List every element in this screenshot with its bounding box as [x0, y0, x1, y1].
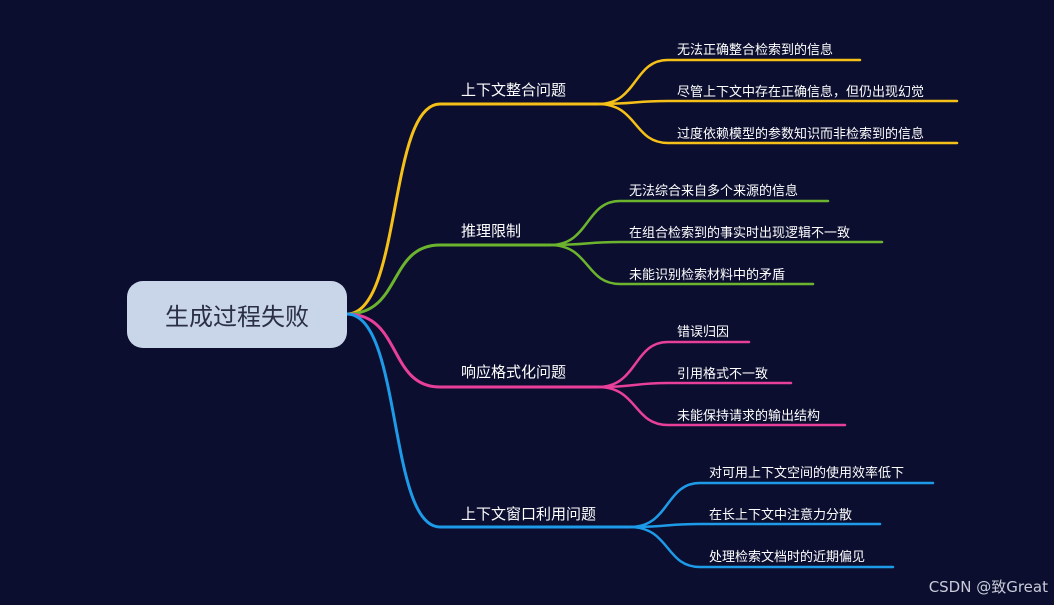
- connector-branch-3-leaf-2: [628, 525, 895, 569]
- branch-label-context-integration: 上下文整合问题: [461, 81, 567, 99]
- connector-branch-0-leaf-2: [596, 102, 959, 145]
- connector-root-to-branch-2: [345, 312, 600, 389]
- branch-label-reasoning: 推理限制: [461, 222, 522, 240]
- leaf-3-0: 对可用上下文空间的使用效率低下: [709, 466, 905, 481]
- leaf-2-2: 未能保持请求的输出结构: [677, 409, 821, 424]
- leaf-0-2: 过度依赖模型的参数知识而非检索到的信息: [677, 127, 925, 142]
- branch-label-formatting: 响应格式化问题: [461, 363, 567, 381]
- connector-branch-2-leaf-2: [596, 385, 847, 427]
- connector-branch-3-leaf-1: [628, 522, 882, 529]
- watermark: CSDN @致Great: [928, 578, 1048, 596]
- connector-branch-0-leaf-0: [596, 58, 862, 106]
- connector-root-to-branch-3: [345, 312, 632, 529]
- connector-branch-2-leaf-0: [596, 340, 751, 389]
- connector-branch-3-leaf-0: [628, 481, 935, 529]
- leaf-0-0: 无法正确整合检索到的信息: [677, 43, 834, 58]
- leaf-2-1: 引用格式不一致: [677, 367, 769, 382]
- leaf-1-2: 未能识别检索材料中的矛盾: [629, 268, 786, 283]
- leaf-2-0: 错误归因: [677, 325, 730, 340]
- connector-branch-1-leaf-1: [548, 240, 884, 247]
- connector-root-to-branch-1: [345, 243, 552, 316]
- branch-label-context-window: 上下文窗口利用问题: [461, 505, 597, 523]
- root-node: 生成过程失败: [127, 281, 347, 348]
- leaf-1-1: 在组合检索到的事实时出现逻辑不一致: [629, 226, 851, 241]
- connector-branch-1-leaf-2: [548, 243, 815, 286]
- root-label: 生成过程失败: [165, 303, 309, 331]
- connector-branch-2-leaf-1: [596, 381, 793, 389]
- leaf-0-1: 尽管上下文中存在正确信息，但仍出现幻觉: [677, 85, 925, 100]
- connector-branch-0-leaf-1: [596, 99, 959, 106]
- leaf-1-0: 无法综合来自多个来源的信息: [629, 184, 799, 199]
- leaf-3-2: 处理检索文档时的近期偏见: [709, 550, 866, 565]
- connector-branch-1-leaf-0: [548, 199, 830, 247]
- leaf-3-1: 在长上下文中注意力分散: [709, 508, 853, 523]
- connector-root-to-branch-0: [345, 102, 600, 316]
